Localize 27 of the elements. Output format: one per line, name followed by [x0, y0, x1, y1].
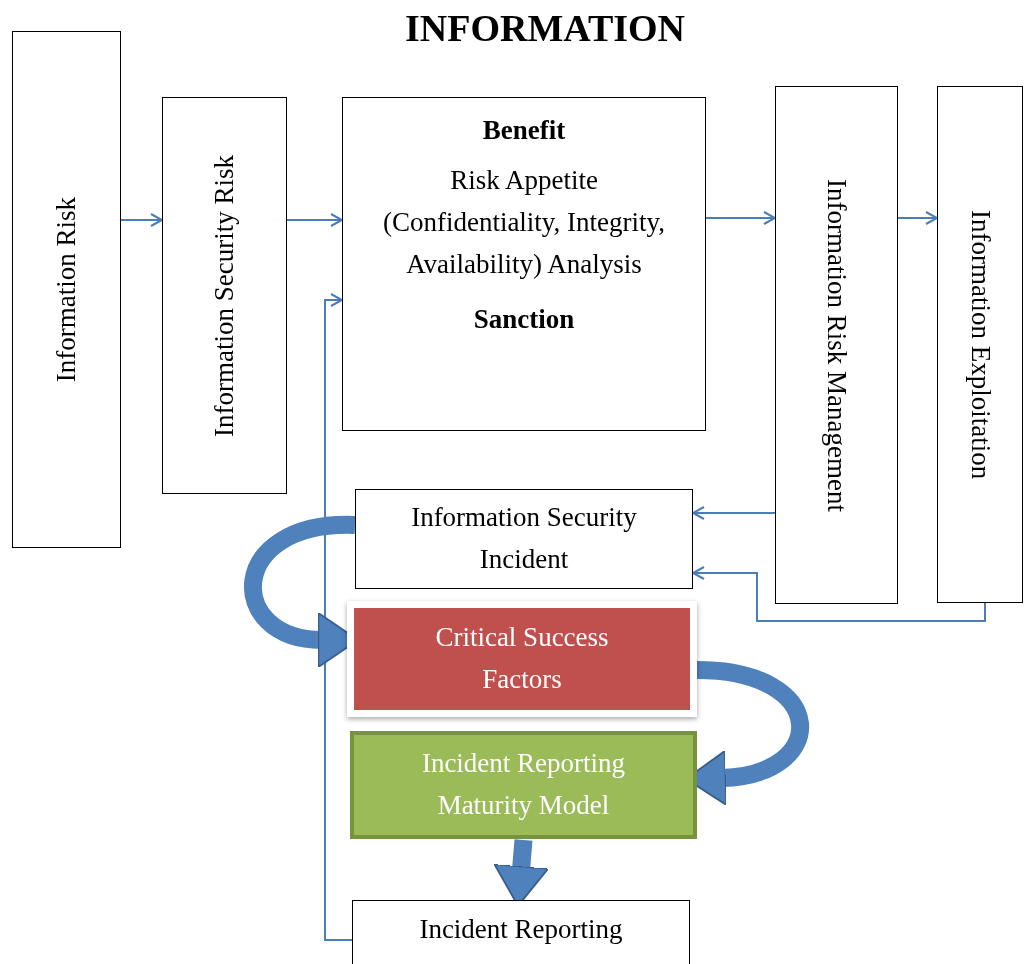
- box-text: Information Security Risk: [207, 154, 240, 437]
- box-text: Information Risk: [49, 196, 82, 383]
- process-box: [775, 86, 898, 604]
- arrow: [705, 211, 776, 225]
- filled-box: [350, 731, 697, 839]
- arrow: [897, 211, 938, 225]
- box-text: Incident Reporting Maturity Model: [420, 747, 627, 822]
- box-heading: Benefit: [482, 114, 566, 147]
- process-box: [352, 900, 690, 964]
- box-text: Critical Success Factors: [434, 621, 610, 696]
- box-text: Information Security Incident: [410, 501, 638, 576]
- box-text: Information Risk Management: [821, 178, 854, 512]
- arrow: [324, 293, 353, 941]
- box-text: Incident Reporting: [419, 913, 623, 946]
- arrow: [692, 506, 776, 520]
- process-box: [355, 489, 693, 589]
- diagram-title: INFORMATION: [403, 6, 687, 50]
- process-box: [937, 86, 1023, 603]
- process-box: [342, 97, 706, 431]
- arrow: [286, 213, 343, 227]
- process-box: [162, 97, 287, 494]
- arrow: [692, 566, 986, 622]
- process-box: [12, 31, 121, 548]
- box-text: Information Exploitation: [964, 209, 997, 480]
- box-text: Risk Appetite (Confidentiality, Integrity, Availability) Analysis: [381, 163, 667, 281]
- box-text: Sanction: [473, 303, 575, 337]
- arrow: [120, 213, 163, 227]
